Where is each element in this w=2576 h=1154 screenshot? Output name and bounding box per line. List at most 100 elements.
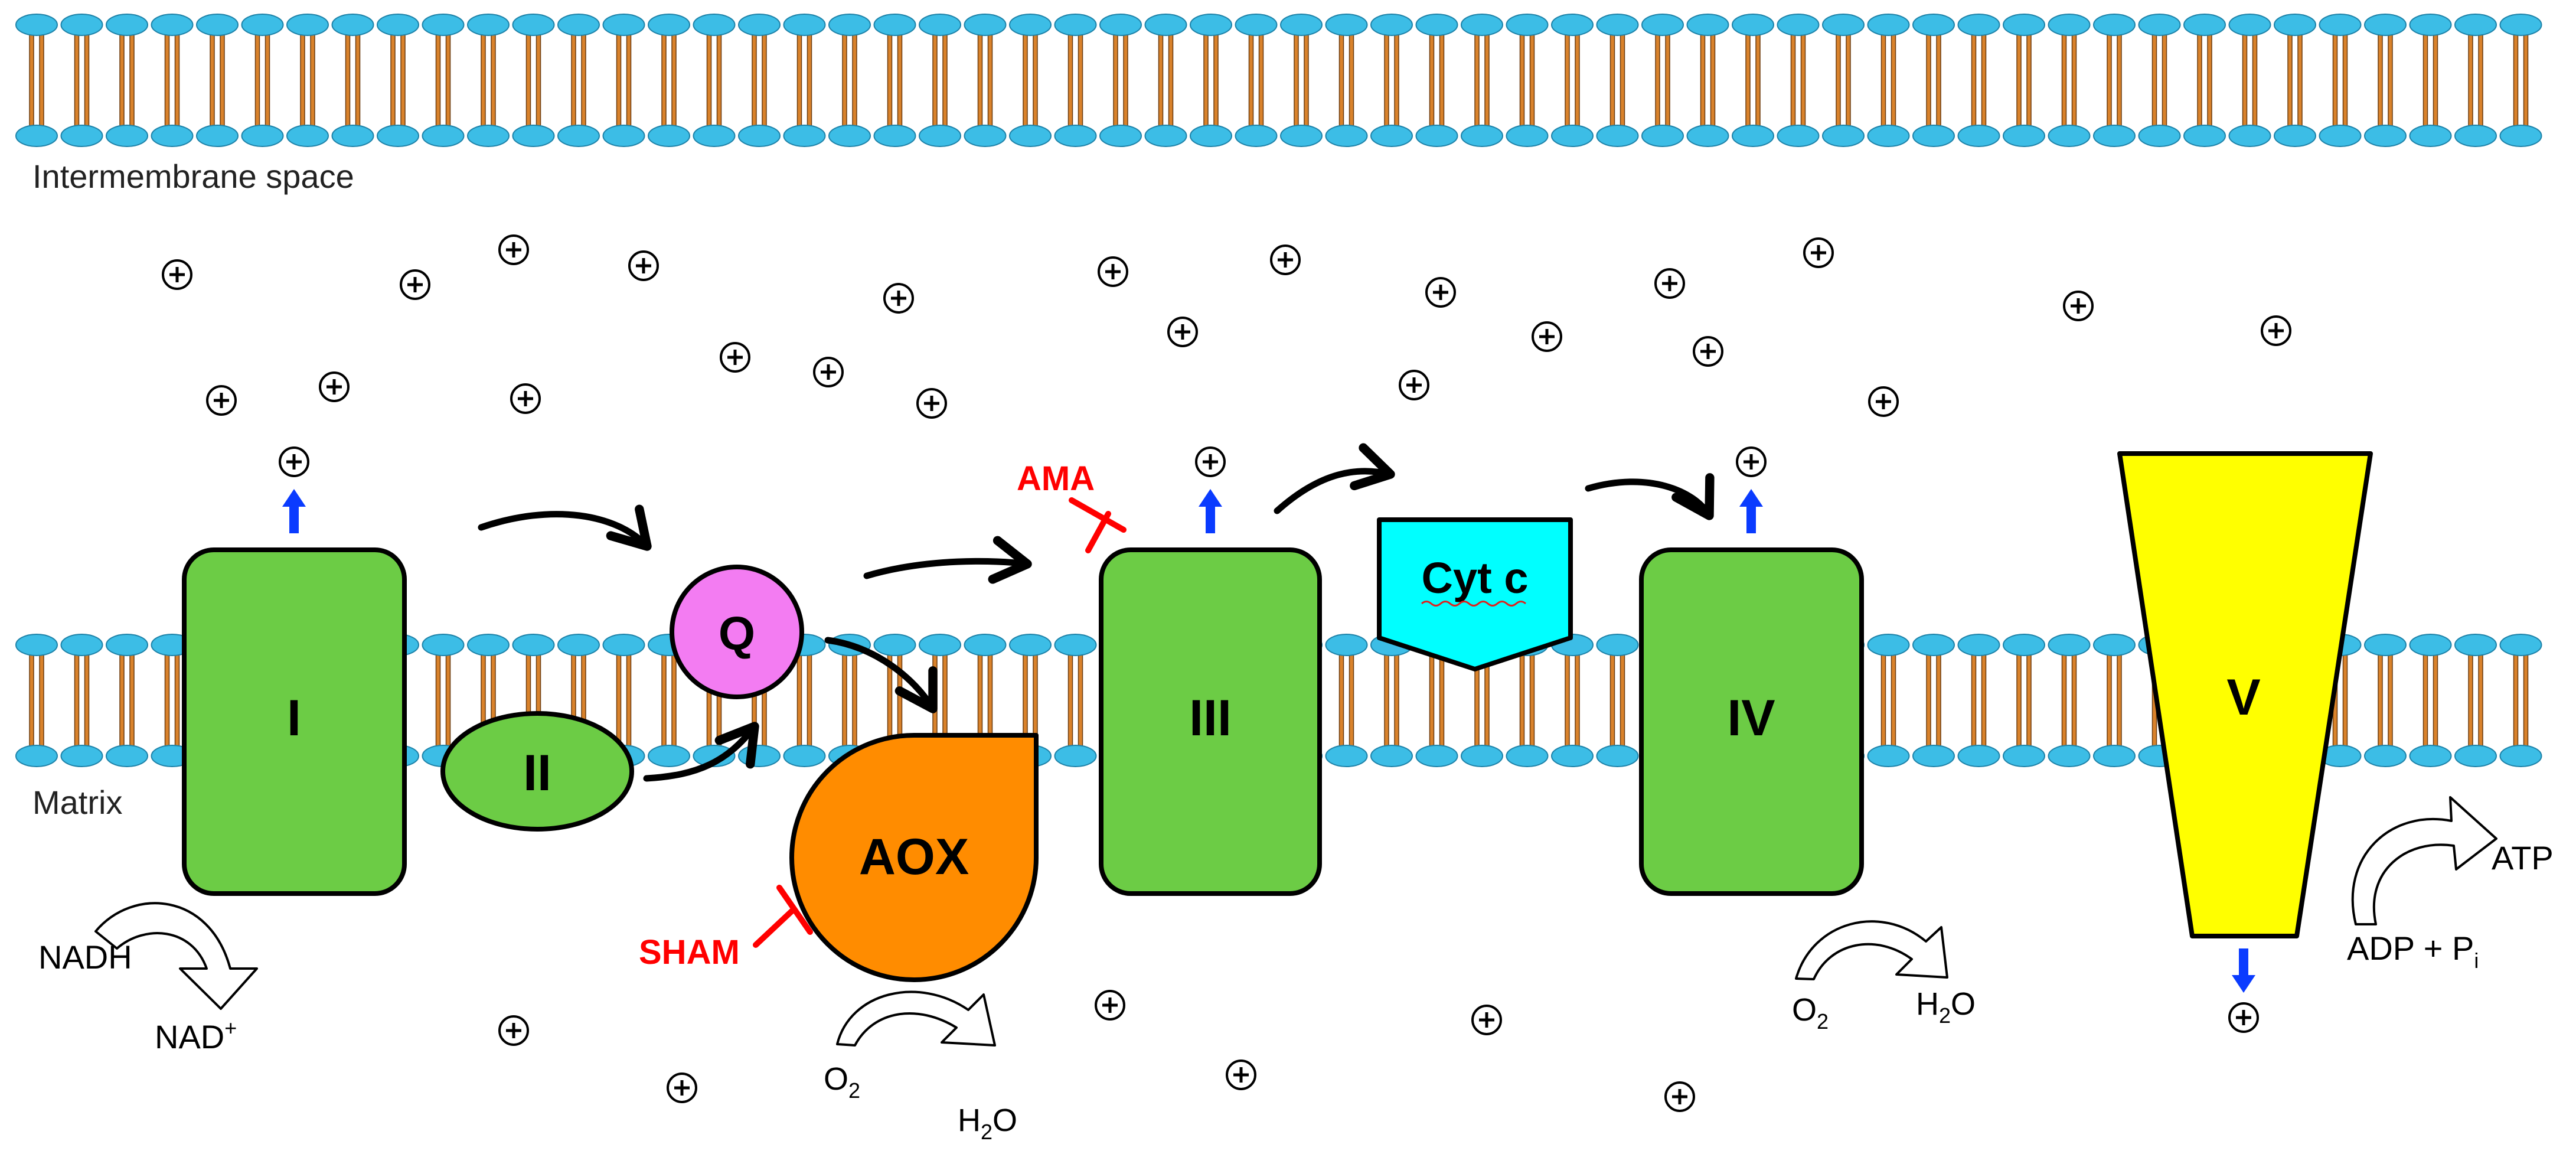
lipid [2183,14,2226,147]
lipid [1912,634,1955,767]
lipid [1957,634,2000,767]
lipid [964,14,1007,147]
complex-iii-label: III [1189,690,1232,746]
proton-plus-icon [629,252,658,280]
lipid [1009,14,1052,147]
proton-plus-icon [1804,239,1833,267]
proton-plus-icon [1473,1006,1501,1034]
proton-plus-icon [814,358,843,386]
lipid [873,14,916,147]
lipid [512,14,555,147]
lipid [919,14,961,147]
lipid [2093,14,2136,147]
proton-plus-icon [511,384,540,413]
proton-plus-icon [1666,1083,1694,1111]
ama-inhibitor: AMA [1017,459,1127,553]
lipid [602,14,645,147]
lipid [467,14,510,147]
lipid [2454,634,2497,767]
lipid [2499,14,2542,147]
lipid [1054,634,1097,767]
t-bar-inhibitor-icon [1069,497,1127,553]
lipid [2454,14,2497,147]
matrix-label: Matrix [32,784,122,821]
proton-plus-icon [1227,1061,1255,1089]
proton-plus-icon [1426,278,1455,307]
intermembrane-space-label: Intermembrane space [32,158,354,195]
lipid [1641,14,1684,147]
lipid [693,14,736,147]
lipid [1280,14,1323,147]
c4-o2-label: O2 [1792,992,1829,1034]
lipid [106,14,148,147]
lipid [557,14,600,147]
lipid [331,14,374,147]
curved-arrow-icon [824,637,938,713]
proton-plus-icon [1168,318,1197,346]
sham-label: SHAM [639,933,740,972]
aox: AOX [789,733,1039,982]
lipid [2319,14,2362,147]
lipid [2409,634,2452,767]
proton-plus-icon [401,270,429,299]
proton-plus-icon [207,386,236,415]
lipid [2364,634,2407,767]
complex-ii-label: II [523,745,551,801]
complex-v-label: V [2226,669,2260,726]
lipid [2048,634,2091,767]
proton-plus-icon [1656,269,1684,298]
curved-arrow-icon [1585,473,1715,520]
lipid [1190,14,1232,147]
lipid [2499,634,2542,767]
complex-v-atp-synthase: V [2117,451,2373,938]
proton-plus-icon [1196,448,1225,476]
lipid [1144,14,1187,147]
curved-arrow-icon [643,722,759,782]
lipid [1054,14,1097,147]
lipid [422,14,465,147]
lipid [377,14,419,147]
nadh-label: NADH [38,938,132,976]
curved-arrow-icon [1274,443,1395,514]
lipid [1822,14,1865,147]
c4-h2o-label: H2O [1916,986,1976,1028]
curved-arrow-icon [478,504,652,551]
lipid [286,14,329,147]
hollow-curved-arrow-icon [1795,920,1948,980]
lipid [1777,14,1820,147]
lipid [2093,634,2136,767]
lipid [60,634,103,767]
curved-arrow-icon [863,536,1032,584]
lipid [151,14,194,147]
proton-plus-icon [884,284,913,312]
proton-plus-icon [1096,991,1124,1019]
lipid [1370,14,1413,147]
lipid [2003,14,2045,147]
lipid [1235,14,1278,147]
down-arrow-icon [2232,948,2255,993]
complex-i: I [182,547,407,896]
lipid [15,634,58,767]
complex-i-label: I [287,690,301,746]
lipid [1370,634,1413,767]
proton-plus-icon [1400,371,1428,399]
hollow-curved-arrow-icon [2351,796,2497,925]
complex-iv-label: IV [1727,690,1775,746]
outer-membrane [15,14,2542,147]
proton-plus-icon [499,236,528,264]
lipid [1506,14,1549,147]
lipid [2364,14,2407,147]
aox-o2-label: O2 [824,1061,860,1103]
proton-plus-icon [668,1074,696,1102]
proton-plus-icon [2229,1003,2258,1032]
lipid [1415,14,1458,147]
lipid [738,14,781,147]
complex-ii: II [440,711,634,832]
proton-plus-icon [1737,448,1765,476]
lipid [2228,14,2271,147]
lipid [1325,634,1368,767]
complex-iv: IV [1639,547,1864,896]
lipid [2274,14,2316,147]
lipid [60,14,103,147]
